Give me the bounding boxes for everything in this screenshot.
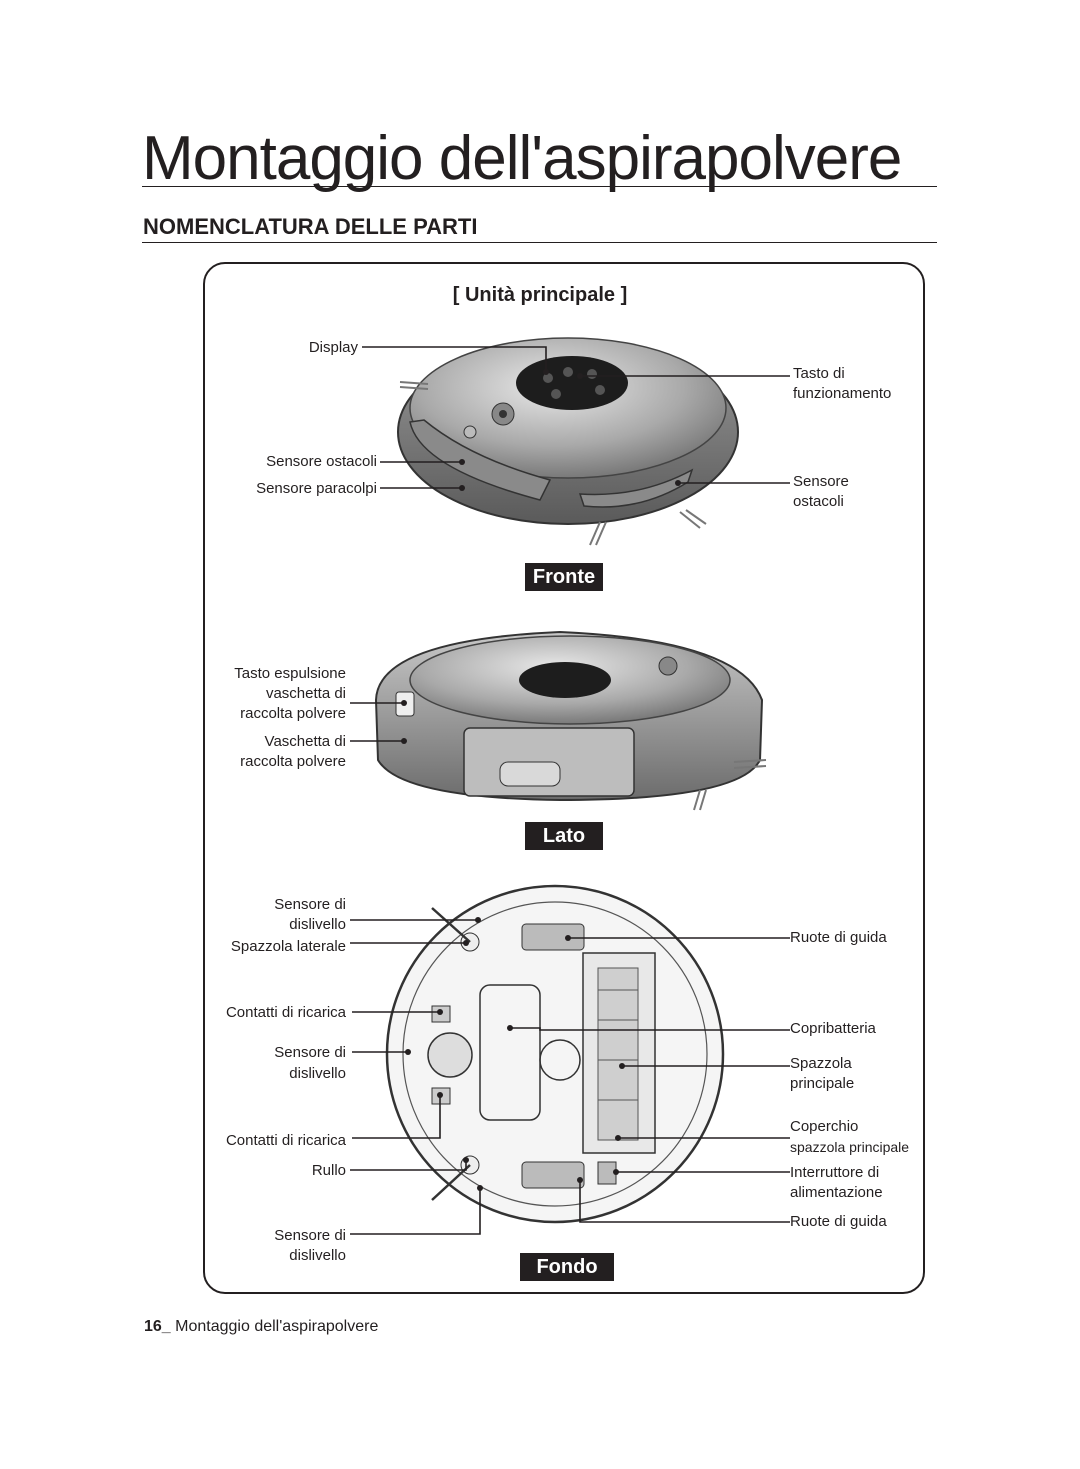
badge-fondo: Fondo (520, 1253, 614, 1281)
label-sens-disl-c1: Sensore di (274, 1227, 346, 1244)
label-spazzola-2: principale (790, 1075, 855, 1092)
label-sens-disl-b2: dislivello (289, 1065, 346, 1082)
label-sensore-right-2: ostacoli (793, 493, 844, 510)
page-number: 16_ (144, 1318, 171, 1335)
leader-dots (401, 369, 681, 1191)
label-tasto-1: Tasto di (793, 365, 845, 382)
section-heading: NOMENCLATURA DELLE PARTI (143, 214, 478, 239)
label-interruttore-2: alimentazione (790, 1184, 883, 1201)
label-sens-disl-a2: dislivello (289, 916, 346, 933)
label-sensore-ostacoli-left: Sensore ostacoli (266, 453, 377, 470)
label-sensore-paracolpi: Sensore paracolpi (256, 480, 377, 497)
page-footer: 16_ Montaggio dell'aspirapolvere (144, 1318, 378, 1336)
label-vaschetta-1: Vaschetta di (264, 733, 346, 750)
label-sens-disl-b1: Sensore di (274, 1044, 346, 1061)
label-sens-disl-a1: Sensore di (274, 896, 346, 913)
label-contatti-a: Contatti di ricarica (225, 1004, 346, 1021)
badge-lato: Lato (525, 822, 603, 850)
footer-text: Montaggio dell'aspirapolvere (175, 1318, 379, 1335)
panel-title: [ Unità principale ] (452, 284, 628, 306)
side-view-robot (374, 630, 767, 811)
label-coperchio-2: spazzola principale (790, 1139, 910, 1155)
label-spazzola-1: Spazzola (790, 1055, 852, 1072)
section-rule (142, 242, 937, 243)
label-rullo: Rullo (311, 1162, 346, 1179)
parts-panel (203, 262, 925, 1294)
label-ruote-b: Ruote di guida (790, 1213, 887, 1230)
label-tasto-2: funzionamento (793, 385, 892, 402)
label-copribatteria: Copribatteria (790, 1020, 876, 1037)
label-display: Display (308, 339, 358, 356)
label-ruote-a: Ruote di guida (790, 929, 887, 946)
front-view-robot (397, 337, 739, 546)
label-sens-disl-c2: dislivello (289, 1247, 346, 1264)
page-title: Montaggio dell'aspirapolvere (142, 124, 902, 193)
leader-lines (350, 346, 790, 1235)
title-rule (142, 186, 937, 187)
label-tasto-esp-3: raccolta polvere (240, 705, 346, 722)
label-coperchio-1: Coperchio (790, 1118, 859, 1135)
label-tasto-esp-1: Tasto espulsione (234, 665, 346, 682)
label-sensore-right-1: Sensore (793, 473, 849, 490)
label-vaschetta-2: raccolta polvere (240, 753, 346, 770)
badge-fronte: Fronte (525, 563, 603, 591)
label-tasto-esp-2: vaschetta di (265, 685, 346, 702)
label-spazzola-laterale: Spazzola laterale (230, 938, 346, 955)
label-interruttore-1: Interruttore di (790, 1164, 880, 1181)
label-contatti-b: Contatti di ricarica (225, 1132, 346, 1149)
